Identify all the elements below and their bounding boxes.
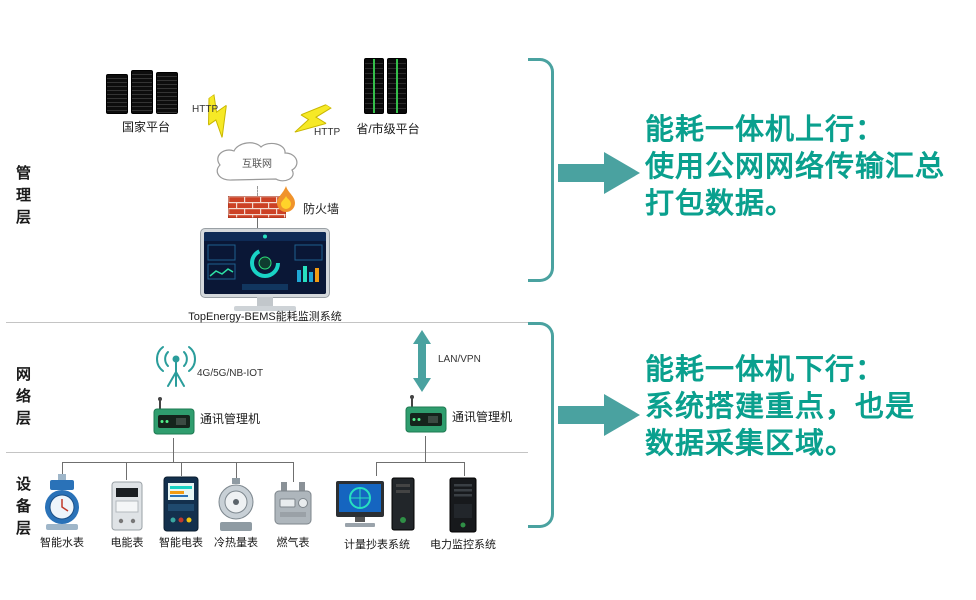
monitor-base bbox=[234, 306, 296, 311]
bracket bbox=[528, 322, 554, 528]
layer-label-device: 设备层 bbox=[14, 476, 31, 542]
connector-line bbox=[126, 462, 127, 480]
internet-label: 互联网 bbox=[242, 158, 272, 170]
device-label: 智能水表 bbox=[40, 537, 84, 549]
connector-line bbox=[173, 438, 174, 462]
comm-manager-icon bbox=[153, 397, 195, 435]
layer-divider bbox=[6, 452, 528, 453]
connector-line bbox=[293, 462, 294, 482]
device-label: 电能表 bbox=[110, 537, 144, 549]
firewall-icon bbox=[228, 196, 286, 218]
connector-line bbox=[236, 462, 237, 478]
annotation-line: 打包数据。 bbox=[645, 188, 796, 220]
cloud-icon: 互联网 bbox=[216, 142, 298, 182]
bus-line bbox=[62, 462, 294, 463]
monitor-stand bbox=[257, 297, 273, 306]
device-label: 计量抄表系统 bbox=[344, 539, 410, 551]
layer-label-management: 管理层 bbox=[14, 165, 31, 231]
connector-line bbox=[376, 462, 377, 476]
layer-label-network: 网络层 bbox=[14, 366, 31, 432]
national-platform-label: 国家平台 bbox=[121, 120, 170, 134]
monitor-frame bbox=[200, 228, 330, 298]
server-cabinet-icon bbox=[156, 72, 178, 114]
system-title-label: TopEnergy-BEMS能耗监测系统 bbox=[188, 311, 342, 323]
bus-line bbox=[376, 462, 464, 463]
water-meter-icon bbox=[45, 474, 79, 530]
antenna-icon bbox=[156, 346, 196, 387]
layer-divider bbox=[6, 322, 528, 323]
dashboard-screen bbox=[204, 232, 326, 294]
server-cabinet-icon bbox=[131, 70, 153, 114]
server-cabinet-icon bbox=[106, 74, 128, 114]
bracket bbox=[528, 58, 554, 282]
device-label: 智能电表 bbox=[159, 537, 203, 549]
annotation-line: 能耗一体机下行： bbox=[645, 354, 886, 386]
comm-manager-label: 通讯管理机 bbox=[200, 412, 261, 426]
lightning-icon bbox=[207, 93, 227, 138]
metering-computer-icon bbox=[336, 477, 415, 531]
dashboard-graphics bbox=[204, 232, 326, 294]
connector-line bbox=[425, 436, 426, 462]
lan-vpn-label: LAN/VPN bbox=[438, 354, 481, 365]
server-cabinet-icon bbox=[364, 58, 384, 114]
provincial-platform-label: 省/市级平台 bbox=[356, 122, 420, 136]
annotation-line: 数据采集区域。 bbox=[645, 428, 856, 460]
wireless-network-label: 4G/5G/NB-IOT bbox=[197, 368, 264, 379]
device-label: 冷热量表 bbox=[214, 537, 258, 549]
smart-meter-icon bbox=[163, 476, 199, 532]
gas-meter-icon bbox=[274, 482, 312, 525]
annotation-line: 系统搭建重点，也是 bbox=[645, 391, 916, 423]
device-label: 燃气表 bbox=[276, 537, 310, 549]
block-arrow-icon bbox=[558, 394, 640, 436]
lightning-icon bbox=[294, 104, 333, 133]
server-cabinet-icon bbox=[387, 58, 407, 114]
annotation-line: 能耗一体机上行： bbox=[645, 114, 886, 146]
connector-line bbox=[464, 462, 465, 476]
power-monitor-tower-icon bbox=[449, 477, 477, 533]
server-rack-icon bbox=[364, 58, 410, 114]
double-arrow-icon bbox=[413, 330, 431, 392]
connector-line bbox=[62, 462, 63, 474]
device-label: 电力监控系统 bbox=[430, 539, 496, 551]
heat-meter-icon bbox=[218, 478, 254, 531]
block-arrow-icon bbox=[558, 152, 640, 194]
firewall-label: 防火墙 bbox=[303, 202, 340, 216]
http-label: HTTP bbox=[314, 127, 341, 138]
server-rack-icon bbox=[106, 70, 181, 114]
flame-icon bbox=[277, 186, 295, 212]
uplink-annotation: 能耗一体机上行： 使用公网网络传输汇总 打包数据。 bbox=[645, 112, 970, 223]
comm-manager-label: 通讯管理机 bbox=[452, 410, 513, 424]
connector-line bbox=[181, 462, 182, 476]
annotation-line: 使用公网网络传输汇总 bbox=[645, 151, 946, 183]
energy-meter-icon bbox=[111, 481, 143, 531]
downlink-annotation: 能耗一体机下行： 系统搭建重点，也是 数据采集区域。 bbox=[645, 352, 970, 463]
monitor-dashboard-icon bbox=[200, 228, 330, 311]
connector-line bbox=[257, 186, 258, 196]
connector-line bbox=[257, 218, 258, 230]
http-label: HTTP bbox=[192, 104, 219, 115]
comm-manager-icon bbox=[405, 395, 447, 433]
